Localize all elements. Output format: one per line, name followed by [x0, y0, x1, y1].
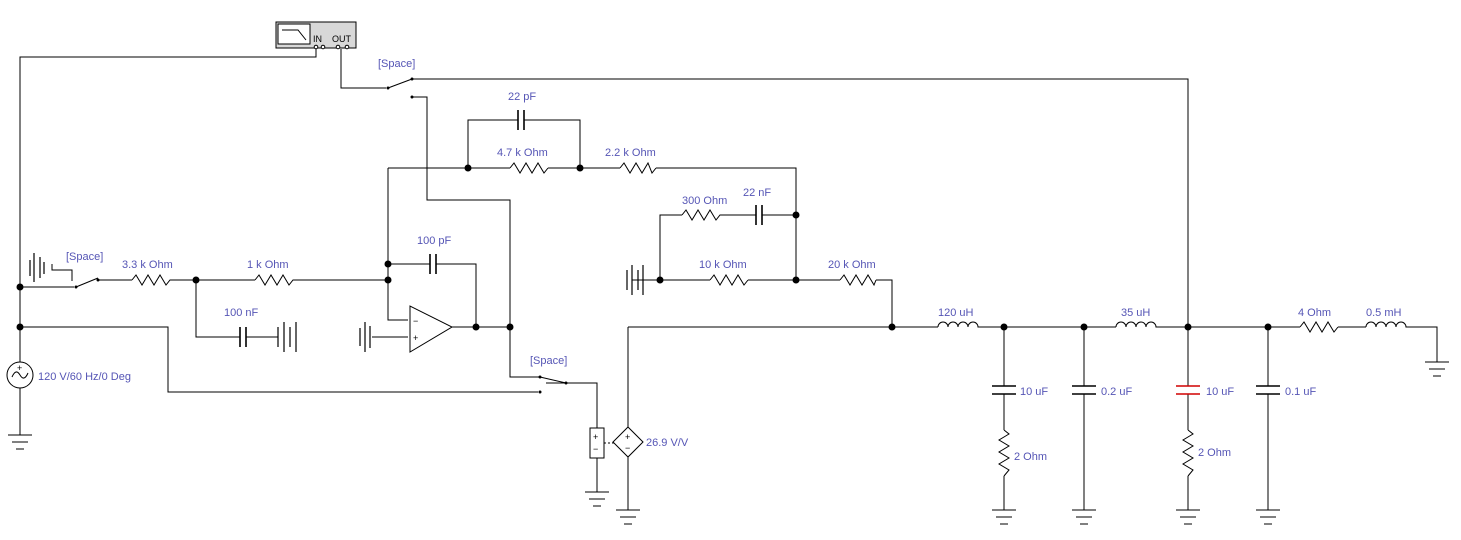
- capacitor-22nf-icon: [755, 205, 763, 225]
- svg-text:+: +: [413, 333, 418, 343]
- label-1k: 1 k Ohm: [247, 259, 289, 271]
- wires: [19, 49, 1438, 510]
- out-terminal[interactable]: [335, 44, 341, 50]
- label-2ohm-b: 2 Ohm: [1198, 447, 1231, 459]
- ground-icon: [616, 509, 640, 525]
- label-10uf-b: 10 uF: [1206, 386, 1234, 398]
- label-4ohm: 4 Ohm: [1298, 307, 1331, 319]
- resistor-2ohm-b-icon: [1182, 429, 1194, 477]
- resistor-300-icon: [681, 209, 734, 221]
- sense-icon: + −: [589, 427, 605, 459]
- junction-dots: [16, 164, 1272, 331]
- left-switch[interactable]: [Space]: [66, 251, 103, 289]
- label-20k: 20 k Ohm: [828, 259, 876, 271]
- resistor-3k3-icon: [131, 274, 174, 286]
- ac-source-icon: +: [6, 361, 34, 389]
- lower-switch-label: [Space]: [530, 355, 567, 367]
- battery-10k-icon: [626, 265, 660, 295]
- label-0-1uf: 0.1 uF: [1285, 386, 1316, 398]
- label-4k7: 4.7 k Ohm: [497, 147, 548, 159]
- label-0-2uf: 0.2 uF: [1101, 386, 1132, 398]
- label-35uh: 35 uH: [1121, 307, 1150, 319]
- battery-opamp-icon: [359, 322, 371, 352]
- resistor-4k7-icon: [509, 162, 549, 174]
- resistor-20k-icon: [839, 274, 877, 287]
- label-10uf-a: 10 uF: [1020, 386, 1048, 398]
- capacitor-22pf-icon: [517, 110, 525, 130]
- capacitor-0-2uf-icon: [1072, 385, 1096, 395]
- opamp-icon: − +: [409, 305, 454, 353]
- instrument-box[interactable]: IN OUT: [275, 21, 357, 50]
- resistor-2ohm-a-icon: [998, 429, 1010, 477]
- resistor-2k2-icon: [619, 161, 657, 174]
- resistor-10k-icon: [709, 274, 749, 286]
- left-switch-label: [Space]: [66, 251, 103, 263]
- label-0-5mh: 0.5 mH: [1366, 307, 1402, 319]
- label-22nf: 22 nF: [743, 187, 771, 199]
- label-100pf: 100 pF: [417, 235, 452, 247]
- label-22pf: 22 pF: [508, 91, 536, 103]
- inductor-0-5mh-icon: [1365, 321, 1408, 328]
- instrument-in-label: IN: [313, 34, 322, 44]
- ac-source-label: 120 V/60 Hz/0 Deg: [38, 371, 131, 383]
- label-2k2: 2.2 k Ohm: [605, 147, 656, 159]
- battery-left-icon: [29, 253, 45, 282]
- label-120uh: 120 uH: [938, 307, 974, 319]
- capacitor-100nf-icon: [239, 327, 247, 347]
- svg-text:−: −: [593, 444, 598, 454]
- resistor-4ohm-icon: [1299, 321, 1339, 333]
- resistors: [131, 161, 1339, 477]
- svg-text:+: +: [593, 432, 598, 442]
- label-2ohm-a: 2 Ohm: [1014, 451, 1047, 463]
- capacitors: [239, 110, 1280, 395]
- ground-icon: [992, 509, 1016, 525]
- capacitor-100pf-icon: [429, 254, 437, 274]
- battery-100nf-icon: [277, 322, 297, 352]
- resistor-1k-icon: [254, 274, 297, 286]
- out-terminal-2[interactable]: [344, 44, 350, 50]
- in-terminal-2[interactable]: [320, 44, 326, 50]
- ground-icon: [1072, 509, 1096, 525]
- top-switch-label: [Space]: [378, 58, 415, 70]
- ground-icon: [1176, 509, 1200, 525]
- component-labels: 22 pF 4.7 k Ohm 2.2 k Ohm 300 Ohm 22 nF …: [122, 91, 1402, 463]
- svg-text:+: +: [17, 363, 22, 373]
- capacitor-10uf-b-icon: [1176, 385, 1200, 395]
- in-terminal[interactable]: [313, 44, 319, 50]
- ground-icon: [1256, 509, 1280, 525]
- label-300: 300 Ohm: [682, 195, 727, 207]
- controlled-source-icon: + −: [612, 426, 644, 458]
- top-switch[interactable]: [Space]: [378, 58, 415, 99]
- label-100nf: 100 nF: [224, 307, 259, 319]
- ground-icon: [585, 491, 609, 507]
- inductors: [937, 321, 1408, 328]
- controlled-source-label: 26.9 V/V: [646, 437, 689, 449]
- lower-switch[interactable]: [Space]: [530, 355, 568, 394]
- label-3k3: 3.3 k Ohm: [122, 259, 173, 271]
- ground-icon: [8, 434, 32, 450]
- filter-response-icon: [282, 29, 307, 41]
- capacitor-10uf-a-icon: [992, 385, 1016, 395]
- instrument-out-label: OUT: [332, 34, 352, 44]
- inductor-35uh-icon: [1115, 321, 1158, 328]
- svg-text:+: +: [625, 432, 630, 442]
- capacitor-0-1uf-icon: [1256, 385, 1280, 395]
- svg-text:−: −: [625, 443, 630, 453]
- ground-symbols: [8, 361, 1449, 525]
- label-10k: 10 k Ohm: [699, 259, 747, 271]
- ground-icon: [1425, 361, 1449, 377]
- inductor-120uh-icon: [937, 321, 980, 328]
- svg-text:−: −: [413, 316, 418, 326]
